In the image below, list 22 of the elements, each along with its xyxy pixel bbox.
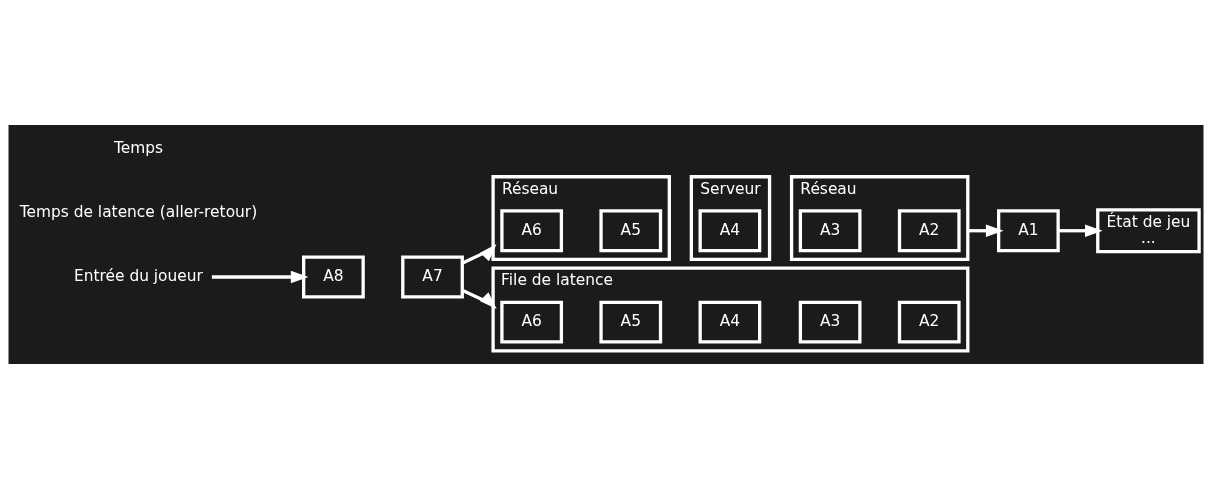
node-box: A5 bbox=[599, 208, 663, 252]
node-box: A8 bbox=[302, 255, 365, 298]
node-box: A2 bbox=[897, 300, 961, 344]
node-box: A4 bbox=[698, 208, 762, 252]
node-box: A7 bbox=[401, 255, 464, 298]
node-box: A6 bbox=[500, 300, 564, 344]
label: Temps bbox=[113, 138, 164, 157]
node-box: A2 bbox=[897, 208, 961, 252]
node-box: A3 bbox=[798, 208, 862, 252]
node-box: A6 bbox=[500, 208, 564, 252]
node-box: État de jeu ... bbox=[1096, 207, 1201, 253]
node-box: A4 bbox=[698, 300, 762, 344]
arrow bbox=[1058, 224, 1103, 237]
arrow bbox=[967, 224, 1004, 237]
node-box: A3 bbox=[798, 300, 862, 344]
label: Temps de latence (aller-retour) bbox=[19, 202, 258, 221]
arrow bbox=[462, 243, 497, 265]
node-box: A1 bbox=[997, 208, 1060, 252]
node-text: Entrée du joueur bbox=[74, 266, 203, 285]
arrow bbox=[211, 270, 309, 283]
node-box: A5 bbox=[599, 300, 663, 344]
arrow bbox=[462, 288, 497, 309]
